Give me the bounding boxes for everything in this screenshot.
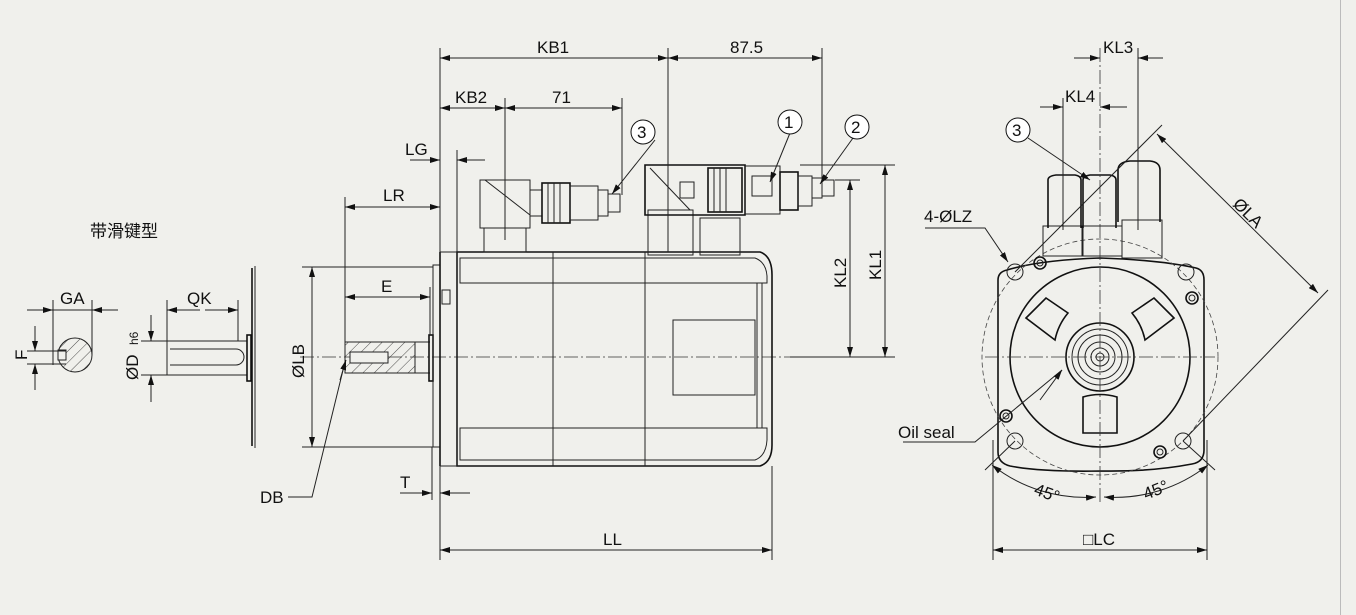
dim-d: ØD <box>123 355 142 381</box>
dim-87-5: 87.5 <box>730 38 763 57</box>
dim-db: DB <box>260 488 284 507</box>
callout-2: 2 <box>844 114 870 140</box>
dim-4-lz: 4-ØLZ <box>924 207 972 226</box>
section-title: 带滑键型 <box>90 222 158 241</box>
dim-d-tolerance: h6 <box>127 331 141 345</box>
callout-3-side: 3 <box>630 119 656 145</box>
svg-text:3: 3 <box>1012 121 1021 140</box>
motor-side-view <box>300 164 835 467</box>
key-shaft-view <box>141 266 256 448</box>
dim-la: ØLA <box>1229 194 1267 232</box>
dim-ll: LL <box>603 530 622 549</box>
dim-kb2: KB2 <box>455 88 487 107</box>
dim-lc: □LC <box>1083 530 1115 549</box>
svg-text:3: 3 <box>637 123 646 142</box>
dim-lb: ØLB <box>289 344 308 378</box>
dim-qk: QK <box>187 289 212 308</box>
dim-ga: GA <box>60 289 85 308</box>
svg-text:1: 1 <box>784 113 793 132</box>
dim-kl2: KL2 <box>831 258 850 288</box>
callout-1: 1 <box>777 109 803 135</box>
dim-kl3: KL3 <box>1103 38 1133 57</box>
dim-lg: LG <box>405 140 428 159</box>
motor-front-view <box>981 48 1219 505</box>
dim-kl4: KL4 <box>1065 87 1095 106</box>
key-section-view <box>27 300 118 390</box>
dim-e: E <box>381 277 392 296</box>
side-dimension-lines <box>288 48 895 560</box>
dim-lr: LR <box>383 186 405 205</box>
callout-3-front: 3 <box>1005 117 1031 143</box>
dim-f: F <box>12 350 31 360</box>
dim-kb1: KB1 <box>537 38 569 57</box>
svg-text:2: 2 <box>851 118 860 137</box>
dim-angle-left: 45° <box>1032 480 1063 507</box>
oil-seal-label: Oil seal <box>898 423 955 442</box>
dim-angle-right: 45° <box>1140 476 1171 503</box>
dim-t: T <box>400 473 410 492</box>
page-edge <box>1340 0 1341 615</box>
dim-kl1: KL1 <box>866 250 885 280</box>
front-dimension-lines <box>903 48 1329 560</box>
dim-71: 71 <box>552 88 571 107</box>
